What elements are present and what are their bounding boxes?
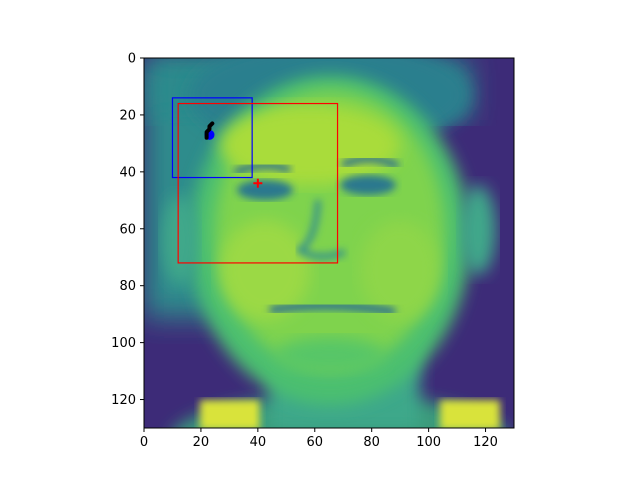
y-axis-ticks: 0 20 40 60 80 100 120	[111, 52, 144, 408]
y-tick-label: 60	[119, 222, 136, 237]
axes-frame	[143, 57, 515, 429]
x-tick-label: 0	[140, 435, 148, 450]
y-tick-label: 40	[119, 165, 136, 180]
heatmap-image	[144, 58, 514, 428]
x-tick-label: 120	[473, 435, 498, 450]
y-tick-label: 20	[119, 108, 136, 123]
x-axis-ticks: 0 20 40 60 80 100 120	[140, 428, 498, 450]
y-tick-label: 100	[111, 336, 136, 351]
black-trajectory-path	[204, 121, 215, 140]
x-tick-label: 80	[363, 435, 380, 450]
x-tick-label: 60	[306, 435, 323, 450]
x-tick-label: 40	[250, 435, 267, 450]
x-tick-label: 100	[416, 435, 441, 450]
red-plus-marker	[253, 178, 263, 188]
y-tick-label: 0	[128, 52, 136, 67]
red-bounding-box	[177, 102, 339, 264]
y-tick-label: 120	[111, 393, 136, 408]
x-tick-label: 20	[193, 435, 210, 450]
y-tick-label: 80	[119, 279, 136, 294]
overlay-layer	[171, 97, 339, 264]
blue-bounding-box	[171, 97, 253, 179]
